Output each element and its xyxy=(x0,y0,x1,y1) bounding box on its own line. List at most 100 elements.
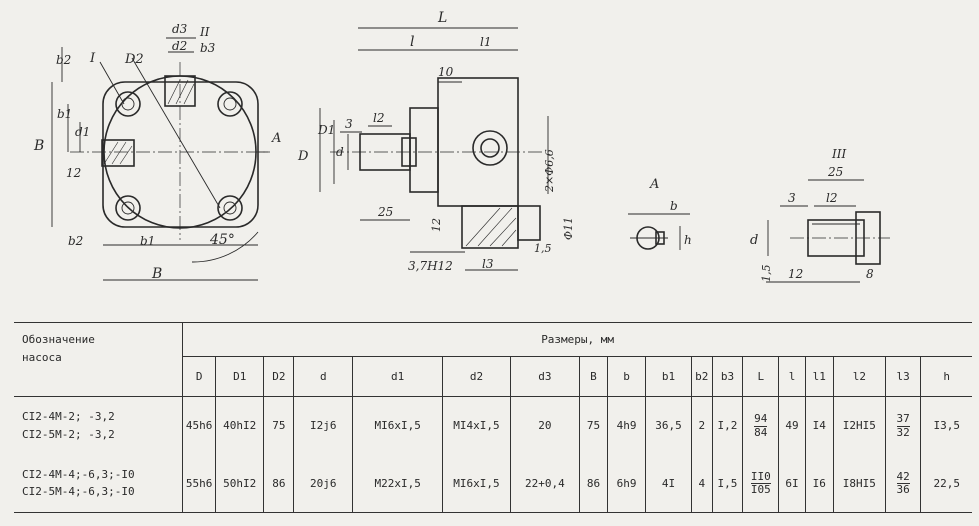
technical-drawing: B b1 d1 b2 I D2 d3 d2 II b3 12 b2 b1 B 4… xyxy=(33,10,890,283)
label-3-detail: 3 xyxy=(788,191,796,205)
label-l1: l1 xyxy=(480,35,491,49)
label-15-detail: 1,5 xyxy=(760,265,773,283)
column-header-d3: d3 xyxy=(509,356,580,397)
cell-D2: 75 xyxy=(263,396,294,455)
cell-b: 4h9 xyxy=(607,396,646,455)
label-d-detail: d xyxy=(750,233,758,248)
label-l: l xyxy=(410,34,414,50)
cell-d: 20j6 xyxy=(293,454,353,513)
fraction-denominator: 36 xyxy=(896,483,910,497)
label-12-detail: 12 xyxy=(788,267,803,281)
label-A-arrow: A xyxy=(271,131,281,146)
cell-D1: 40hI2 xyxy=(215,396,264,455)
label-25-side: 25 xyxy=(377,205,393,219)
label-b1-bottom: b1 xyxy=(140,234,155,248)
label-8-detail: 8 xyxy=(866,267,874,281)
column-header-D: D xyxy=(182,356,216,397)
header-dimensions-group: Размеры, мм xyxy=(182,322,972,357)
column-header-l1: l1 xyxy=(804,356,834,397)
cell-b1: 4I xyxy=(645,454,692,513)
label-section-A: A xyxy=(649,177,659,192)
cell-B: 75 xyxy=(578,396,608,455)
column-header-D2: D2 xyxy=(263,356,294,397)
cell-b2: 4 xyxy=(690,454,713,513)
fraction-numerator: 37 xyxy=(896,412,910,427)
column-header-B: B xyxy=(578,356,608,397)
cell-l2: I2HI5 xyxy=(832,396,886,455)
label-d3: d3 xyxy=(172,22,188,36)
cell-B: 86 xyxy=(578,454,608,513)
fraction-numerator: II0 xyxy=(750,469,771,485)
label-b2-bottom: b2 xyxy=(68,234,83,248)
label-b3: b3 xyxy=(200,41,216,55)
cell-h: I3,5 xyxy=(920,396,972,455)
fraction-denominator: 84 xyxy=(754,425,768,439)
section-A: A b h xyxy=(628,177,692,250)
fraction-numerator: 94 xyxy=(754,412,768,427)
label-I: I xyxy=(89,51,96,66)
pump-designation: CI2-5M-2; -3,2 xyxy=(22,427,115,441)
cell-l: 49 xyxy=(778,396,806,455)
fraction-numerator: 42 xyxy=(896,469,910,485)
label-D1: D1 xyxy=(317,123,335,137)
label-angle: 45° xyxy=(209,232,235,248)
cell-h: 22,5 xyxy=(920,454,972,513)
cell-d3: 20 xyxy=(509,396,580,455)
column-header-D1: D1 xyxy=(215,356,264,397)
cell-d1: MI6xI,5 xyxy=(352,396,443,455)
cell-b3: I,5 xyxy=(711,454,743,513)
cell-d3: 22+0,4 xyxy=(509,454,580,513)
label-b2-top: b2 xyxy=(56,53,71,67)
label-12-front: 12 xyxy=(66,166,81,180)
cell-l1: I6 xyxy=(804,454,834,513)
fraction-denominator: 32 xyxy=(896,425,910,439)
label-25-detail: 25 xyxy=(827,165,843,179)
cell-b: 6h9 xyxy=(607,454,646,513)
label-II: II xyxy=(199,25,210,39)
label-B-bottom: B xyxy=(151,266,162,282)
label-d-side: d xyxy=(336,145,344,159)
cell-d: I2j6 xyxy=(293,396,353,455)
column-header-b: b xyxy=(607,356,646,397)
label-l2-side: l2 xyxy=(373,111,384,125)
side-view: L l l1 10 3 l2 A D D1 d 25 2×Φ6,6 Φ11 1,… xyxy=(271,10,575,273)
cell-b2: 2 xyxy=(690,396,713,455)
cell-D2: 86 xyxy=(263,454,294,513)
column-header-d1: d1 xyxy=(352,356,443,397)
column-header-l2: l2 xyxy=(832,356,886,397)
column-header-l: l xyxy=(778,356,806,397)
pump-designation: CI2-4M-2; -3,2 xyxy=(22,410,115,424)
label-h-section: h xyxy=(684,233,692,247)
header-name-line1: Обозначение xyxy=(22,333,95,346)
column-header-b3: b3 xyxy=(711,356,743,397)
label-D2: D2 xyxy=(124,52,144,67)
detail-III: III 25 3 l2 d 1,5 12 8 xyxy=(750,147,890,283)
label-b-section: b xyxy=(670,199,678,213)
label-37h12: 3,7H12 xyxy=(408,259,453,273)
cell-d2: MI6xI,5 xyxy=(442,454,511,513)
column-header-h: h xyxy=(920,356,972,397)
fraction-denominator: I05 xyxy=(750,483,771,497)
label-hole: 2×Φ6,6 xyxy=(543,149,556,193)
label-l2-detail: l2 xyxy=(826,191,837,205)
label-3-side: 3 xyxy=(345,117,353,131)
cell-l: 6I xyxy=(778,454,806,513)
label-d1: d1 xyxy=(75,125,90,139)
pump-designation: CI2-5M-4;-6,3;-I0 xyxy=(22,485,135,499)
cell-d1: M22xI,5 xyxy=(352,454,443,513)
cell-l2: I8HI5 xyxy=(832,454,886,513)
cell-b1: 36,5 xyxy=(645,396,692,455)
cell-b3: I,2 xyxy=(711,396,743,455)
label-12-side: 12 xyxy=(430,218,443,232)
